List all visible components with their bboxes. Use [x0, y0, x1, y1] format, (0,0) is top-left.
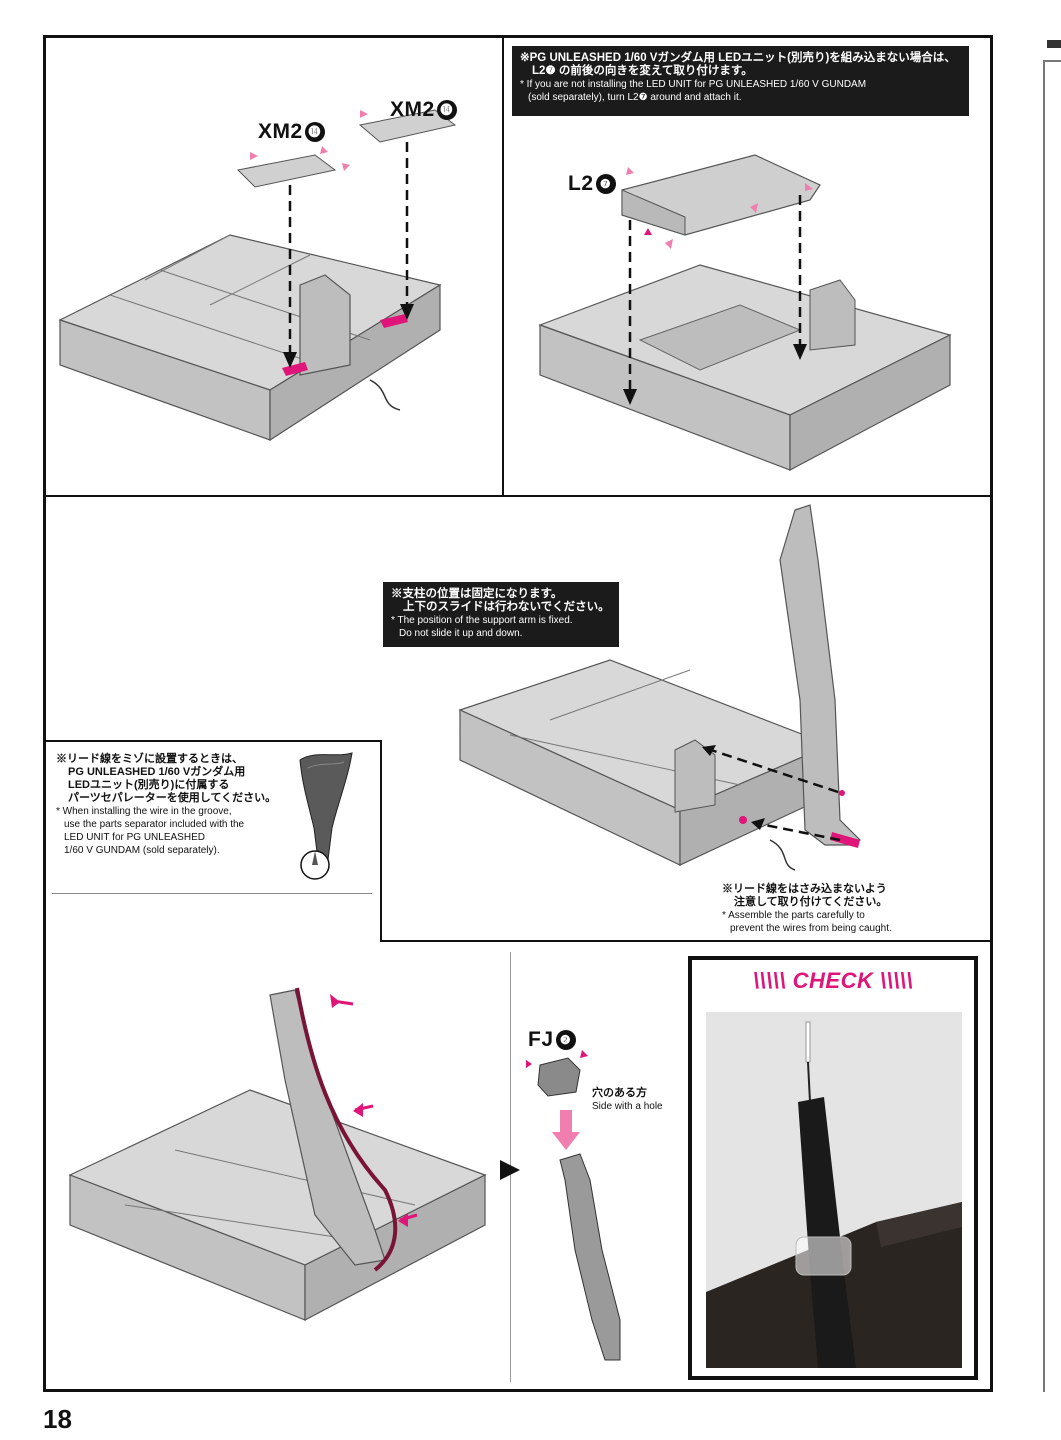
note-jp-line1: ※PG UNLEASHED 1/60 Vガンダム用 LEDユニット(別売り)を組…	[520, 52, 956, 64]
note-en-line4: 1/60 V GUNDAM (sold separately).	[64, 845, 220, 856]
part-number-badge: ❷	[555, 1030, 576, 1050]
panel5-illustration	[526, 1050, 621, 1361]
parts-separator-illustration	[299, 752, 353, 880]
check-title: \\\\\ CHECK \\\\\	[692, 968, 974, 994]
note-en-line2: (sold separately), turn L2❼ around and a…	[528, 92, 742, 103]
divider-mid-left	[380, 740, 382, 942]
check-box: \\\\\ CHECK \\\\\	[688, 956, 978, 1380]
note-en-line1: Side with a hole	[592, 1101, 663, 1112]
wire-caution-note: ※リード線をはさみ込まないよう 注意して取り付けてください。 * Assembl…	[722, 883, 982, 935]
next-page-edge	[1043, 60, 1061, 1392]
part-label-text: FJ	[528, 1028, 554, 1051]
panel4-illustration	[68, 987, 487, 1321]
note-en-line2: Do not slide it up and down.	[399, 628, 523, 639]
next-step-arrow-icon	[500, 1160, 520, 1180]
check-photo	[706, 1012, 962, 1368]
note-en-line1: * When installing the wire in the groove…	[56, 806, 232, 817]
check-stripes-left-icon: \\\\\	[752, 968, 793, 993]
panel2-illustration	[538, 154, 952, 471]
divider-top-mid	[502, 35, 504, 497]
divider-row1	[43, 495, 993, 497]
part-label-text: XM2	[258, 120, 303, 143]
check-photo-image	[706, 1012, 962, 1368]
note-en-line2: prevent the wires from being caught.	[730, 923, 892, 934]
note-jp-line1: ※リード線をミゾに設置するときは、	[56, 753, 243, 765]
divider-thin	[52, 893, 372, 894]
note-jp-line2: PG UNLEASHED 1/60 Vガンダム用	[68, 766, 246, 778]
check-title-text: CHECK	[792, 968, 874, 993]
hole-side-note: 穴のある方 Side with a hole	[592, 1087, 692, 1113]
page-number: 18	[43, 1404, 72, 1434]
support-arm-note: ※支柱の位置は固定になります。 上下のスライドは行わないでください。 * The…	[383, 582, 619, 647]
panel1-illustration	[58, 104, 457, 442]
panel3-illustration	[458, 504, 862, 871]
note-jp-line2: 注意して取り付けてください。	[734, 896, 888, 908]
part-label-text: L2	[568, 172, 594, 195]
note-jp-line4: パーツセパレーターを使用してください。	[68, 792, 277, 804]
note-jp-line1: ※リード線をはさみ込まないよう	[722, 883, 887, 895]
note-jp-line2: 上下のスライドは行わないでください。	[403, 601, 610, 613]
check-stripes-right-icon: \\\\\	[873, 968, 914, 993]
note-jp-line3: LEDユニット(別売り)に付属する	[68, 779, 230, 791]
note-en-line3: LED UNIT for PG UNLEASHED	[64, 832, 205, 843]
part-number-badge: ⓮	[436, 100, 457, 120]
part-label-text: XM2	[390, 98, 435, 121]
next-page-marker	[1047, 40, 1061, 48]
divider-row2	[380, 940, 993, 942]
part-number-badge: ❼	[595, 174, 616, 194]
note-jp-line1: ※支柱の位置は固定になります。	[391, 588, 563, 600]
note-jp-line2: L2❼ の前後の向きを変えて取り付けます。	[532, 65, 753, 77]
led-unit-note: ※PG UNLEASHED 1/60 Vガンダム用 LEDユニット(別売り)を組…	[512, 46, 969, 116]
groove-note: ※リード線をミゾに設置するときは、 PG UNLEASHED 1/60 Vガンダ…	[56, 753, 292, 857]
note-jp-line1: 穴のある方	[592, 1087, 647, 1099]
instruction-frame	[43, 35, 993, 1392]
note-en-line1: * If you are not installing the LED UNIT…	[520, 79, 867, 90]
note-en-line2: use the parts separator included with th…	[64, 819, 245, 830]
divider-groove-box	[43, 740, 382, 742]
note-en-line1: * The position of the support arm is fix…	[391, 615, 573, 626]
note-en-line1: * Assemble the parts carefully to	[722, 910, 865, 921]
part-number-badge: ⓮	[304, 122, 325, 142]
